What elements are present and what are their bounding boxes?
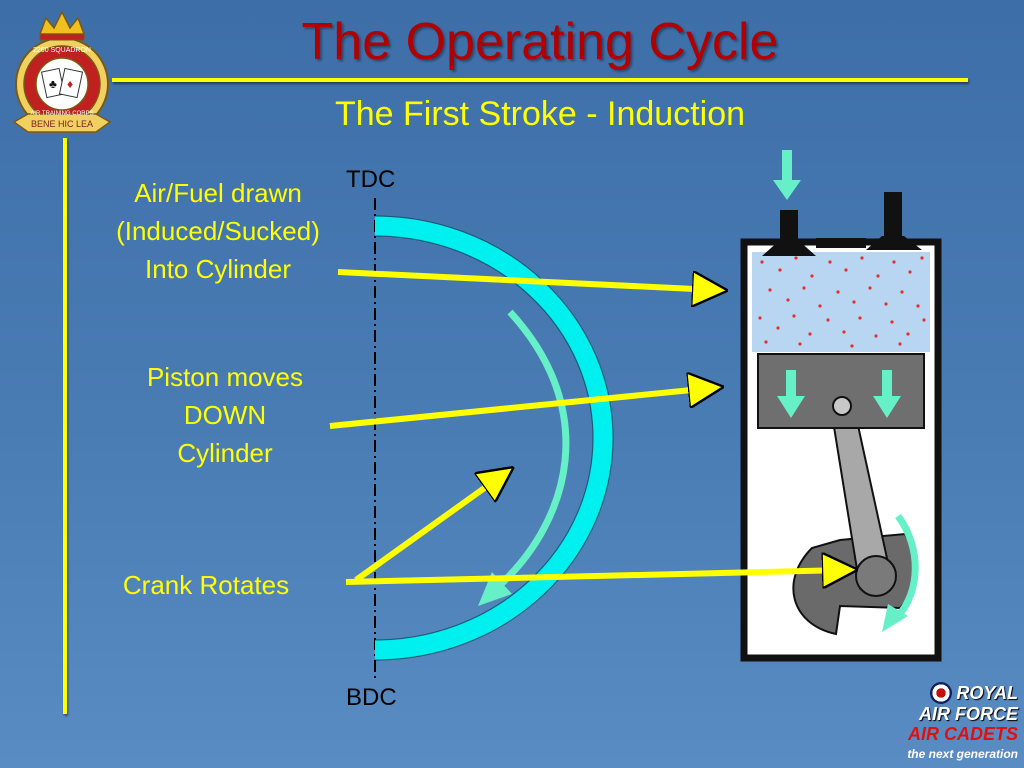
label-airfuel-line2: (Induced/Sucked) [116,216,320,246]
svg-text:♣: ♣ [49,77,57,91]
logo-line1: ROYAL [956,683,1018,703]
mixture-particles [758,256,926,348]
badge-ring-side: AIR TRAINING CORPS [30,111,93,117]
label-piston: Piston moves DOWN Cylinder [110,358,340,472]
pointer-arrows [329,269,846,583]
crank-rotation-arrow [895,513,919,619]
label-piston-line3: Cylinder [177,438,273,468]
pointer-crank [345,570,846,582]
label-tdc: TDC [346,166,396,193]
rotation-arrow [497,309,570,588]
raf-air-cadets-logo: ROYAL AIR FORCE AIR CADETS the next gene… [907,682,1018,764]
slide-title: The Operating Cycle [301,13,779,71]
logo-line3: AIR CADETS [907,724,1018,744]
pointer-crank-arc [354,474,504,583]
piston [757,353,925,429]
stroke-arc [374,216,613,660]
crank-rotation-arrowhead [882,604,908,632]
slide-subtitle: The First Stroke - Induction [334,95,746,133]
squadron-badge: ♣ ♦ BENE HIC LEA 2260 SQUADRON AIR TRAIN… [12,10,112,133]
label-airfuel-line3: Into Cylinder [145,254,291,284]
raf-roundel-row: ROYAL [907,682,1018,704]
label-piston-line2: DOWN [183,400,267,430]
gudgeon-pin [832,396,852,416]
inlet-valve [762,210,816,256]
logo-tagline: the next generation [907,747,1018,761]
label-airfuel: Air/Fuel drawn (Induced/Sucked) Into Cyl… [78,174,358,288]
crank-pin [855,555,897,597]
roundel-icon [930,682,953,704]
badge-ring-top: 2260 SQUADRON [33,47,91,54]
label-piston-line1: Piston moves [146,362,304,392]
svg-text:♦: ♦ [67,77,73,91]
exhaust-valve [866,192,922,250]
piston-down-arrows [777,370,901,418]
rotation-arrowhead [478,572,512,606]
mixture-region [752,252,930,352]
header-rule [112,78,968,82]
badge-motto: BENE HIC LEA [31,119,93,129]
inlet-flow-arrow [773,150,801,200]
engine-cylinder [740,150,942,662]
pointer-piston [329,388,712,429]
label-bdc: BDC [346,684,397,711]
label-airfuel-line1: Air/Fuel drawn [134,178,302,208]
stroke-arc-outline [374,215,614,661]
logo-line2: AIR FORCE [919,704,1018,724]
pointer-airfuel [337,269,716,290]
left-rule [63,138,67,714]
label-crank: Crank Rotates [122,570,290,600]
